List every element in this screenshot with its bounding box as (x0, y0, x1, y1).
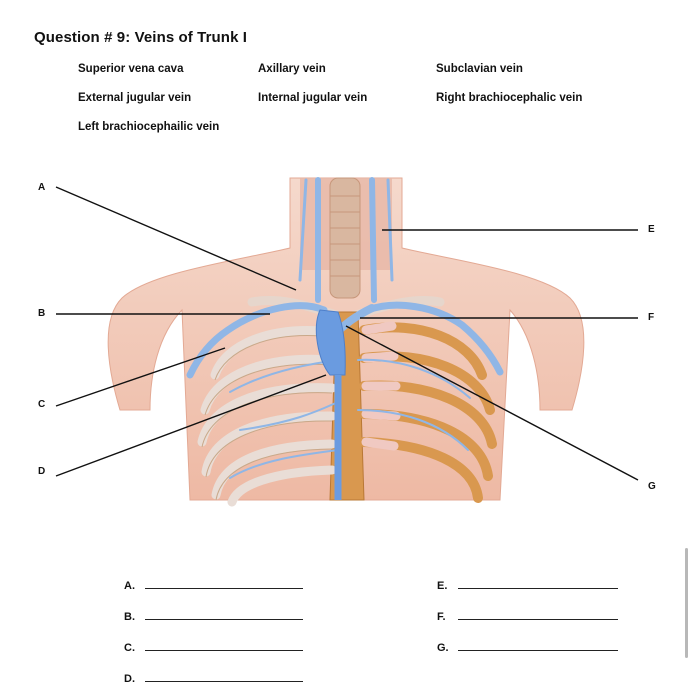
answer-blank[interactable] (458, 618, 618, 620)
answer-row-e[interactable]: E. (437, 580, 618, 592)
label-b: B (38, 308, 46, 319)
trunk-veins-illustration (55, 177, 639, 507)
label-c: C (38, 399, 46, 410)
answer-row-g[interactable]: G. (437, 642, 618, 654)
answer-blank[interactable] (145, 649, 303, 651)
answer-blank[interactable] (458, 587, 618, 589)
answer-blank[interactable] (145, 618, 303, 620)
answer-blank[interactable] (145, 587, 303, 589)
answer-blank[interactable] (458, 649, 618, 651)
word-bank-item: External jugular vein (78, 92, 192, 104)
answer-row-c[interactable]: C. (124, 642, 303, 654)
answer-row-b[interactable]: B. (124, 611, 303, 623)
answer-label: E. (437, 580, 448, 592)
left-ribs (197, 326, 337, 507)
label-f: F (648, 312, 655, 323)
veins (186, 177, 504, 479)
answer-row-a[interactable]: A. (124, 580, 303, 592)
answer-label: C. (124, 642, 135, 654)
label-e: E (648, 224, 655, 235)
right-cartilage (361, 321, 401, 451)
leader-lines (55, 186, 639, 481)
answer-label: G. (437, 642, 449, 654)
label-a: A (38, 182, 46, 193)
answer-label: D. (124, 673, 135, 685)
answer-row-d[interactable]: D. (124, 673, 303, 685)
word-bank-item: Superior vena cava (78, 63, 184, 75)
answer-blank[interactable] (145, 680, 303, 682)
answer-label: A. (124, 580, 135, 592)
word-bank-item: Right brachiocephalic vein (436, 92, 583, 104)
answer-label: B. (124, 611, 135, 623)
word-bank-item: Left brachiocephailic vein (78, 121, 220, 133)
label-g: G (648, 481, 656, 492)
scrollbar[interactable] (685, 548, 688, 658)
word-bank-item: Subclavian vein (436, 63, 523, 75)
word-bank-item: Axillary vein (258, 63, 326, 75)
label-d: D (38, 466, 46, 477)
question-title: Question # 9: Veins of Trunk I (34, 29, 248, 46)
trachea (329, 177, 361, 299)
answer-label: F. (437, 611, 446, 623)
answer-row-f[interactable]: F. (437, 611, 618, 623)
word-bank-item: Internal jugular vein (258, 92, 368, 104)
superior-vena-cava (315, 309, 346, 376)
